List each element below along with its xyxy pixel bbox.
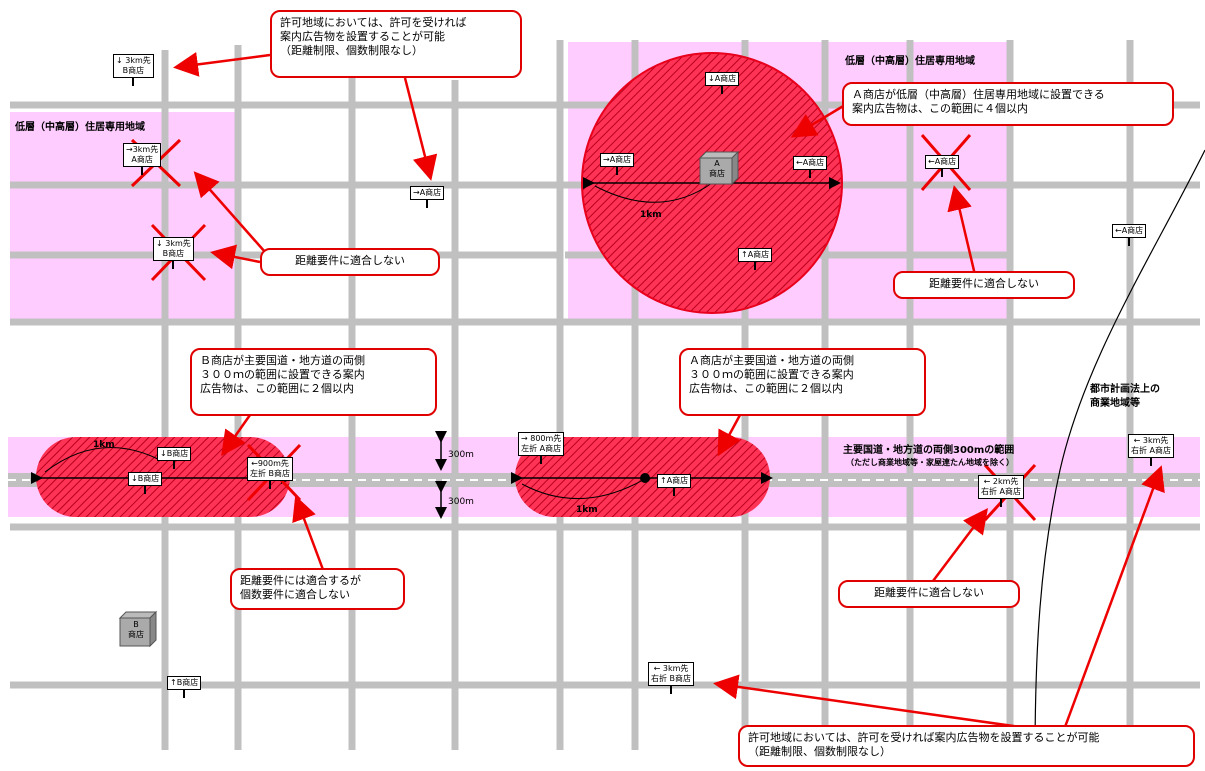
sign-text: ← 3km先 右折 B商店 bbox=[651, 664, 692, 683]
sign-text: ← 3km先 右折 A商店 bbox=[1131, 436, 1172, 455]
shop-a-box bbox=[698, 150, 740, 186]
sign-text: ↓ 3km先 B商店 bbox=[116, 56, 151, 75]
sign-text: ↓ 3km先 B商店 bbox=[156, 239, 191, 258]
sign-text: ←A商店 bbox=[796, 158, 825, 167]
sign-text: →A商店 bbox=[603, 155, 632, 164]
sign-text: → 800m先 左折 A商店 bbox=[521, 434, 562, 453]
callout-distance-right: 距離要件に適合しない bbox=[893, 271, 1075, 299]
callout-a-road-limit: Ａ商店が主要国道・地方道の両側 ３００ｍの範囲に設置できる案内 広告物は、この範… bbox=[679, 348, 926, 416]
sign-a-down: ↓A商店 bbox=[705, 72, 740, 94]
sign-a-800m: → 800m先 左折 A商店 bbox=[518, 432, 565, 464]
sign-text: ←900m先 左折 B商店 bbox=[250, 459, 291, 478]
sign-b-900m: ←900m先 左折 B商店 bbox=[247, 457, 294, 489]
shop-b-box bbox=[118, 610, 158, 648]
sign-a-right: →A商店 bbox=[600, 153, 635, 175]
zone-label-low-rise-left: 低層（中高層）住居専用地域 bbox=[15, 122, 145, 133]
zone-label-main-road: 主要国道・地方道の両側300mの範囲 bbox=[843, 445, 1015, 456]
low-rise-zone-left bbox=[10, 112, 235, 322]
sign-text: ↑A商店 bbox=[741, 250, 770, 259]
radius-label-b: 1km bbox=[93, 440, 115, 450]
sign-b-down-upper: ↓B商店 bbox=[157, 447, 192, 469]
sign-a-up: ↑A商店 bbox=[738, 248, 773, 270]
sign-text: ↓B商店 bbox=[131, 474, 160, 483]
callout-a-lowrise-limit: Ａ商店が低層（中高層）住居専用地域に設置できる 案内広告物は、この範囲に４個以内 bbox=[842, 82, 1174, 126]
sign-a-left-commercial: ←A商店 bbox=[1112, 224, 1147, 246]
sign-b-3km-left: ↓ 3km先 B商店 bbox=[153, 237, 194, 269]
radius-label-a-road: 1km bbox=[576, 505, 598, 515]
sign-text: ←A商店 bbox=[1115, 226, 1144, 235]
sign-text: ↓A商店 bbox=[708, 74, 737, 83]
commercial-boundary-line bbox=[1034, 149, 1205, 761]
width-label-lower: 300m bbox=[448, 497, 474, 507]
sign-a-3km-left: →3km先 A商店 bbox=[123, 143, 162, 175]
sign-b-3km-bottom: ← 3km先 右折 B商店 bbox=[648, 662, 695, 694]
sign-a-left-in-circle: ←A商店 bbox=[793, 156, 828, 178]
callout-arrows bbox=[173, 52, 1165, 729]
callout-permit-bottom: 許可地域においては、許可を受ければ案内広告物を設置することが可能 （距離制限、個… bbox=[738, 725, 1195, 767]
callout-distance-left: 距離要件に適合しない bbox=[260, 248, 440, 276]
sign-b-3km-top: ↓ 3km先 B商店 bbox=[113, 54, 154, 86]
radius-label-a: 1km bbox=[640, 210, 662, 220]
sign-text: ↓B商店 bbox=[160, 449, 189, 458]
shop-b-label: B 商店 bbox=[128, 620, 144, 639]
callout-b-road-limit: Ｂ商店が主要国道・地方道の両側 ３００ｍの範囲に設置できる案内 広告物は、この範… bbox=[190, 348, 437, 416]
sign-text: ←A商店 bbox=[928, 157, 957, 166]
sign-a-up-road: ↑A商店 bbox=[657, 474, 692, 496]
sign-b-down-lower: ↓B商店 bbox=[128, 472, 163, 494]
sign-text: ← 2km先 右折 A商店 bbox=[981, 477, 1022, 496]
zone-label-main-road-note: （ただし商業地域等・家屋連たん地域を除く） bbox=[846, 458, 1014, 467]
sign-text: →A商店 bbox=[413, 188, 442, 197]
sign-a-3km-commercial: ← 3km先 右折 A商店 bbox=[1128, 434, 1175, 466]
sign-text: ↑B商店 bbox=[170, 678, 199, 687]
callout-permit-top: 許可地域においては、許可を受ければ 案内広告物を設置することが可能 （距離制限、… bbox=[270, 10, 522, 78]
sign-text: →3km先 A商店 bbox=[126, 145, 159, 164]
zone-label-commercial: 都市計画法上の 商業地域等 bbox=[1090, 384, 1160, 409]
sign-a-2km: ← 2km先 右折 A商店 bbox=[978, 475, 1025, 507]
shop-a-label: A 商店 bbox=[709, 159, 725, 178]
zone-label-low-rise-right: 低層（中高層）住居専用地域 bbox=[845, 56, 975, 67]
callout-distance-bottom-right: 距離要件に適合しない bbox=[838, 580, 1020, 608]
sign-b-up: ↑B商店 bbox=[167, 676, 202, 698]
sign-a-right-arrow: →A商店 bbox=[410, 186, 445, 208]
sign-a-left-invalid: ←A商店 bbox=[925, 155, 960, 177]
sign-text: ↑A商店 bbox=[660, 476, 689, 485]
road-junction-dot bbox=[640, 473, 650, 483]
width-label-upper: 300m bbox=[448, 450, 474, 460]
callout-count-requirement: 距離要件には適合するが 個数要件に適合しない bbox=[230, 568, 405, 610]
